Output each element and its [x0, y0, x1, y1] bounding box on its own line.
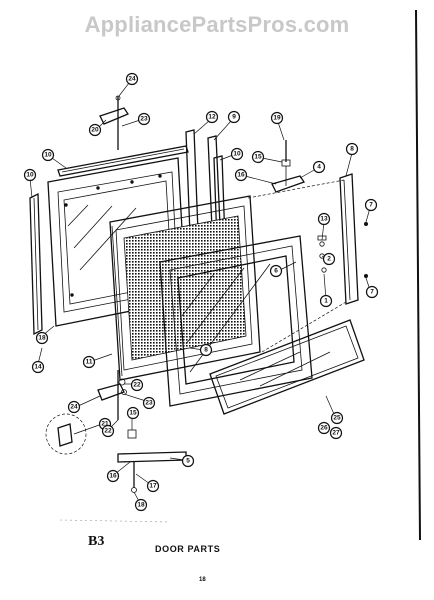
svg-text:10: 10 — [44, 152, 52, 159]
callout-23-top: 23 — [137, 112, 151, 126]
svg-text:23: 23 — [140, 116, 148, 123]
callout-24-top: 24 — [125, 72, 139, 86]
svg-text:14: 14 — [34, 364, 42, 371]
svg-text:10: 10 — [233, 151, 241, 158]
top-hinge-assembly — [99, 95, 129, 150]
svg-text:5: 5 — [186, 458, 190, 465]
svg-text:23: 23 — [145, 400, 153, 407]
callout-1: 1 — [319, 294, 333, 308]
callout-22-lower: 22 — [101, 424, 115, 438]
callout-18-left: 18 — [35, 331, 49, 345]
section-title: DOOR PARTS — [155, 544, 221, 554]
callout-15-top: 15 — [251, 150, 265, 164]
svg-text:18: 18 — [38, 335, 46, 342]
callout-10-top: 10 — [41, 148, 55, 162]
callout-5: 5 — [181, 454, 195, 468]
callout-8-center: 8 — [199, 343, 213, 357]
callout-25: 25 — [330, 411, 344, 425]
svg-text:7: 7 — [370, 289, 374, 296]
svg-text:26: 26 — [320, 425, 328, 432]
svg-text:9: 9 — [232, 114, 236, 121]
hinge-hardware — [317, 222, 368, 278]
callout-18-bottom: 18 — [134, 498, 148, 512]
svg-text:1: 1 — [324, 298, 328, 305]
svg-text:15: 15 — [254, 154, 262, 161]
callout-16-bottom: 16 — [106, 469, 120, 483]
callout-17: 17 — [146, 479, 160, 493]
callout-8-right: 8 — [345, 142, 359, 156]
svg-text:19: 19 — [273, 115, 281, 122]
glass-panel — [209, 319, 365, 415]
callout-20: 20 — [88, 123, 102, 137]
svg-text:16: 16 — [237, 172, 245, 179]
svg-text:16: 16 — [109, 473, 117, 480]
callout-23-lower: 23 — [142, 396, 156, 410]
watermark: AppliancePartsPros.com — [84, 12, 350, 37]
inner-door-liner — [109, 195, 261, 381]
svg-text:27: 27 — [332, 430, 340, 437]
callout-10-left: 10 — [23, 168, 37, 182]
callout-13: 13 — [317, 212, 331, 226]
callout-16-top: 16 — [234, 168, 248, 182]
svg-text:12: 12 — [208, 114, 216, 121]
svg-text:4: 4 — [317, 164, 321, 171]
svg-text:17: 17 — [149, 483, 157, 490]
svg-text:8: 8 — [204, 347, 208, 354]
lower-hinge-assembly — [45, 370, 127, 455]
callout-7-top: 7 — [364, 198, 378, 212]
page-number: 18 — [199, 577, 206, 583]
svg-text:10: 10 — [26, 172, 34, 179]
side-trim-left — [29, 192, 43, 336]
svg-text:2: 2 — [327, 256, 331, 263]
callout-14: 14 — [31, 360, 45, 374]
svg-text:8: 8 — [350, 146, 354, 153]
callout-2: 2 — [322, 252, 336, 266]
svg-text:22: 22 — [133, 382, 141, 389]
callout-10-right: 10 — [230, 147, 244, 161]
callout-27: 27 — [329, 426, 343, 440]
hinge-bar-right — [339, 173, 359, 305]
svg-text:24: 24 — [70, 404, 78, 411]
svg-text:6: 6 — [274, 268, 278, 275]
svg-text:13: 13 — [320, 216, 328, 223]
svg-text:7: 7 — [369, 202, 373, 209]
callout-11: 11 — [82, 355, 96, 369]
svg-text:21: 21 — [101, 421, 109, 428]
svg-text:24: 24 — [128, 76, 136, 83]
scan-edge-bottom — [59, 519, 171, 523]
callout-9: 9 — [227, 110, 241, 124]
callout-15-bottom: 15 — [126, 406, 140, 420]
detail-circle — [45, 413, 87, 455]
callout-22-upper: 22 — [130, 378, 144, 392]
callout-19-top: 19 — [270, 111, 284, 125]
top-trim-strip — [57, 145, 189, 177]
svg-text:25: 25 — [333, 415, 341, 422]
svg-text:11: 11 — [86, 359, 93, 366]
callout-4: 4 — [312, 160, 326, 174]
svg-text:20: 20 — [91, 127, 99, 134]
upper-hinge-pin — [271, 140, 306, 193]
callout-24-lower: 24 — [67, 400, 81, 414]
svg-text:18: 18 — [137, 502, 145, 509]
callout-26: 26 — [317, 421, 331, 435]
section-code: B3 — [88, 534, 105, 549]
callout-12: 12 — [205, 110, 219, 124]
svg-text:22: 22 — [104, 428, 112, 435]
scan-edge-right — [415, 9, 421, 541]
callout-7-bottom: 7 — [365, 285, 379, 299]
svg-text:15: 15 — [129, 410, 137, 417]
callout-6: 6 — [269, 264, 283, 278]
